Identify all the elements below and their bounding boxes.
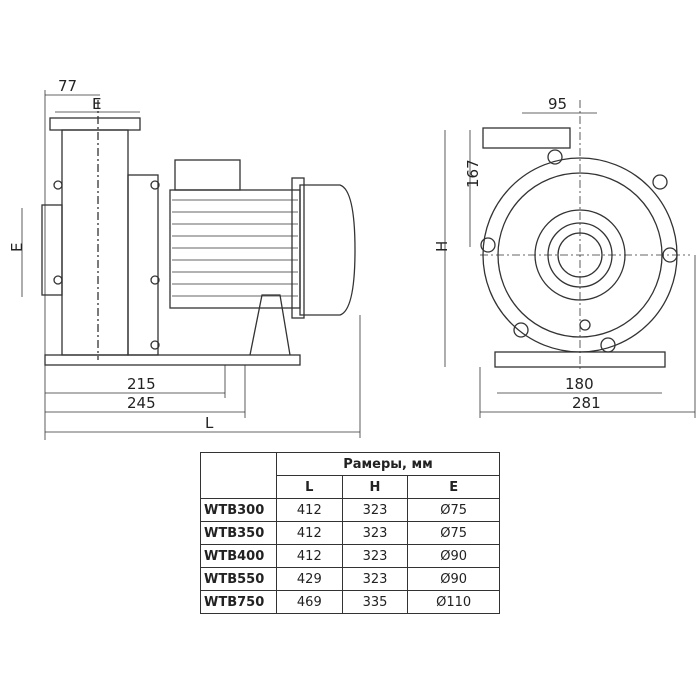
dim-side-e-inlet: E (8, 243, 26, 252)
front-view (444, 100, 696, 418)
dim-side-e-top: E (92, 95, 101, 113)
col-e: E (407, 475, 500, 499)
dim-side-77: 77 (58, 77, 77, 95)
dim-side-245: 245 (127, 394, 156, 412)
pump-dimension-drawing (21, 90, 696, 440)
col-l: L (276, 475, 343, 499)
col-h: H (341, 475, 409, 499)
dim-front-281: 281 (572, 394, 601, 412)
side-view (21, 90, 361, 440)
dim-side-215: 215 (127, 375, 156, 393)
dim-front-95: 95 (548, 95, 567, 113)
dim-front-h: H (433, 241, 451, 252)
dim-front-180: 180 (565, 375, 594, 393)
dim-front-167: 167 (464, 159, 482, 188)
dimension-labels: 77 E E 215 245 L 95 167 H 180 281 (8, 77, 601, 432)
table-title: Рамеры, мм (276, 452, 500, 476)
dim-side-l: L (205, 414, 214, 432)
